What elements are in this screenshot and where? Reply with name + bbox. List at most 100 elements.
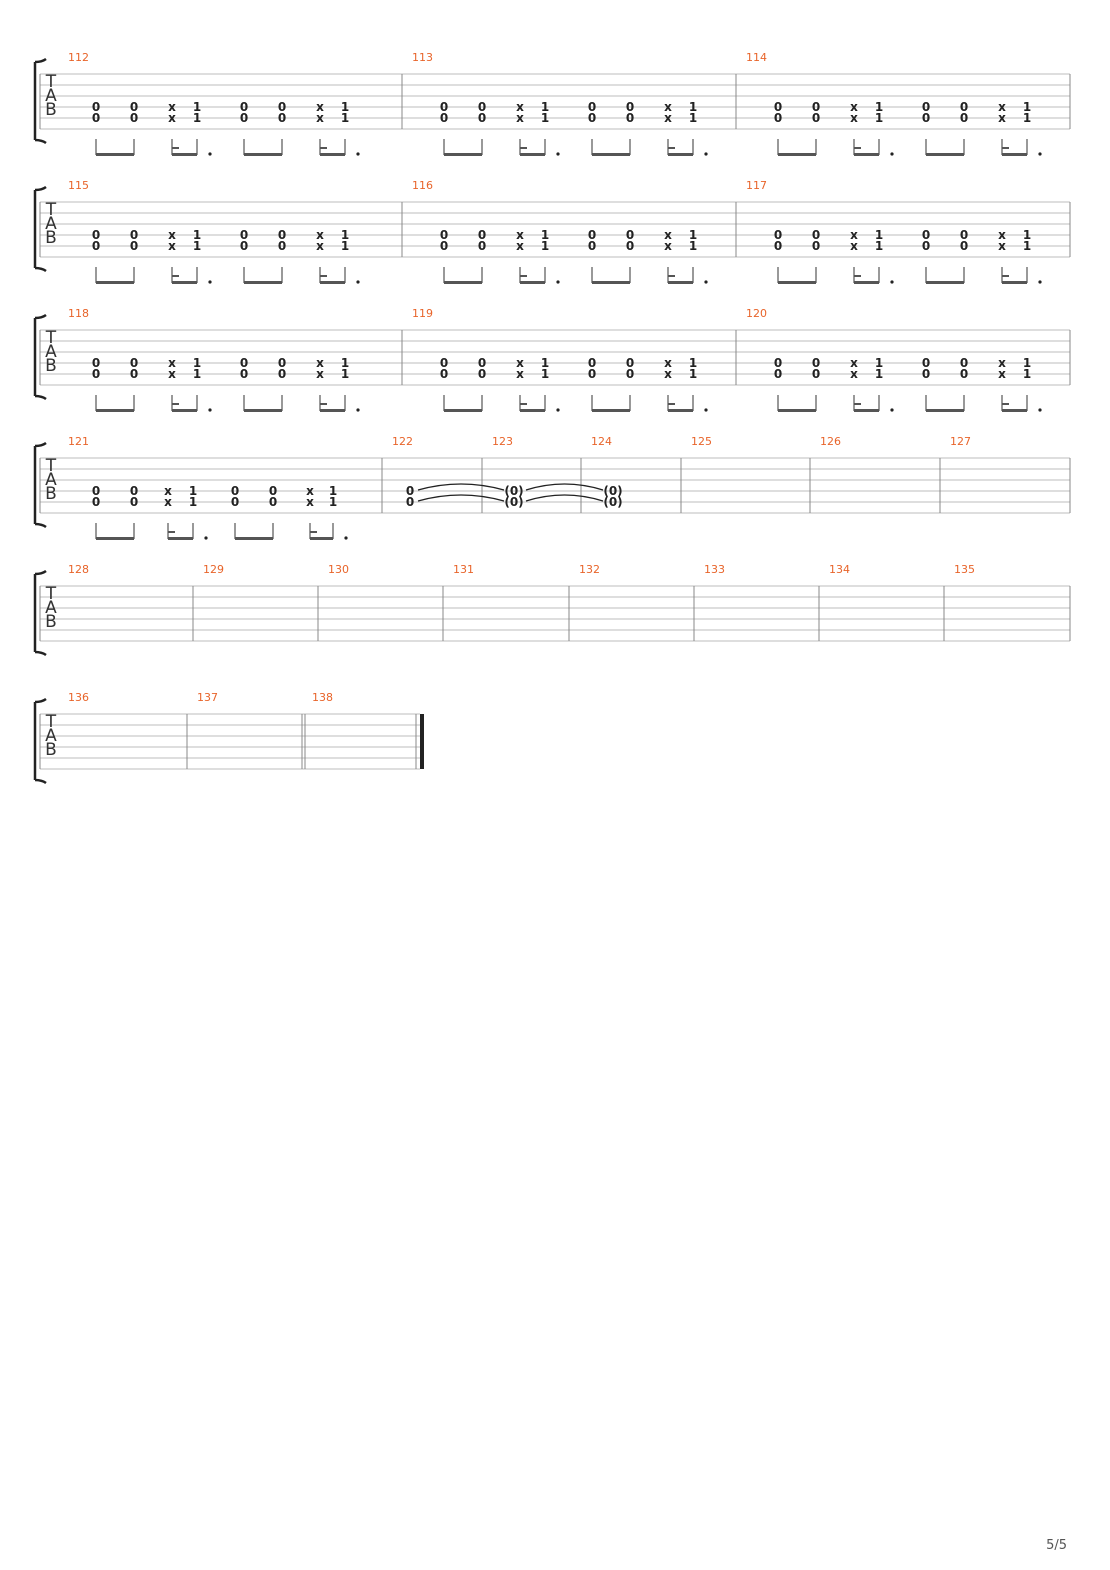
system-brace: [33, 569, 47, 657]
note-beam: [310, 537, 333, 540]
fret-number: 1: [875, 100, 883, 114]
fret-number: 0: [92, 100, 100, 114]
system-brace: [33, 185, 47, 273]
dot: [890, 280, 894, 284]
system-brace: [33, 441, 47, 529]
note-beam-short: [520, 147, 527, 149]
measure-number: 138: [312, 691, 333, 704]
fret-number: 1: [689, 228, 697, 242]
measure-number: 122: [392, 435, 413, 448]
fret-number: x: [664, 239, 672, 253]
fret-number: 0: [922, 228, 930, 242]
dot: [704, 152, 708, 156]
fret-number: 0: [240, 228, 248, 242]
note-beam: [668, 409, 693, 412]
note-beam-short: [1002, 147, 1009, 149]
fret-number: x: [168, 239, 176, 253]
fret-number: 0: [130, 367, 138, 381]
tab-clef-letter: T: [45, 584, 57, 604]
fret-number: 1: [541, 228, 549, 242]
fret-number: x: [516, 367, 524, 381]
fret-number: x: [164, 495, 172, 509]
dot: [1038, 152, 1042, 156]
tie-arc: [525, 483, 604, 491]
fret-number: 0: [812, 356, 820, 370]
fret-number: x: [998, 356, 1006, 370]
tab-clef-letter: T: [45, 200, 57, 220]
measure-number: 134: [829, 563, 850, 576]
note-beam: [172, 409, 197, 412]
fret-number: x: [998, 228, 1006, 242]
tab-clef-letter: A: [45, 726, 57, 746]
fret-number: 0: [278, 356, 286, 370]
tab-system: TAB1120000xx110000xx111130000xx110000xx1…: [33, 51, 1071, 156]
note-beam-short: [310, 531, 317, 533]
tab-clef-letter: B: [45, 356, 57, 376]
fret-number: 0: [92, 228, 100, 242]
note-beam: [444, 409, 482, 412]
fret-number: x: [664, 111, 672, 125]
note-beam-short: [172, 275, 179, 277]
fret-number: 0: [774, 239, 782, 253]
fret-number: 0: [269, 495, 277, 509]
measure-number: 132: [579, 563, 600, 576]
fret-number: 0: [130, 239, 138, 253]
dot: [890, 152, 894, 156]
fret-number: 0: [588, 239, 596, 253]
note-beam: [926, 409, 964, 412]
note-beam: [778, 153, 816, 156]
fret-number: 0: [774, 100, 782, 114]
fret-number: 0: [478, 367, 486, 381]
fret-number: 0: [960, 356, 968, 370]
fret-number: 1: [541, 239, 549, 253]
fret-number: x: [316, 356, 324, 370]
fret-number: 0: [440, 239, 448, 253]
fret-number: x: [164, 484, 172, 498]
fret-number: 0: [922, 367, 930, 381]
fret-number: 0: [626, 356, 634, 370]
dot: [704, 408, 708, 412]
measure-number: 120: [746, 307, 767, 320]
dot: [1038, 408, 1042, 412]
fret-number: 0: [240, 367, 248, 381]
fret-number: 1: [689, 239, 697, 253]
fret-number: 0: [626, 367, 634, 381]
note-beam: [854, 409, 879, 412]
tab-clef-letter: A: [45, 214, 57, 234]
measure-number: 112: [68, 51, 89, 64]
fret-number: 1: [341, 111, 349, 125]
fret-number: 0: [478, 228, 486, 242]
fret-number: 1: [329, 495, 337, 509]
fret-number: 1: [541, 367, 549, 381]
fret-number: x: [850, 100, 858, 114]
dot: [556, 280, 560, 284]
measure-number: 116: [412, 179, 433, 192]
note-beam: [172, 153, 197, 156]
fret-number: 1: [1023, 356, 1031, 370]
fret-number: x: [168, 367, 176, 381]
note-beam-short: [1002, 403, 1009, 405]
fret-number: 0: [92, 495, 100, 509]
note-beam: [244, 409, 282, 412]
fret-number: 1: [875, 228, 883, 242]
note-beam-short: [168, 531, 175, 533]
fret-number: x: [168, 111, 176, 125]
fret-number: x: [998, 100, 1006, 114]
measure-number: 136: [68, 691, 89, 704]
fret-number: x: [850, 228, 858, 242]
note-beam-short: [172, 147, 179, 149]
tab-clef-letter: T: [45, 456, 57, 476]
fret-number: 0: [812, 111, 820, 125]
note-beam-short: [520, 403, 527, 405]
note-beam: [520, 281, 545, 284]
fret-number: 1: [1023, 111, 1031, 125]
note-beam: [1002, 409, 1027, 412]
fret-number: x: [516, 100, 524, 114]
tab-clef-letter: A: [45, 86, 57, 106]
page-number: 5/5: [1046, 1538, 1067, 1553]
fret-number: 0: [626, 228, 634, 242]
fret-number: 0: [774, 111, 782, 125]
fret-number: x: [850, 239, 858, 253]
fret-number: 0: [440, 100, 448, 114]
